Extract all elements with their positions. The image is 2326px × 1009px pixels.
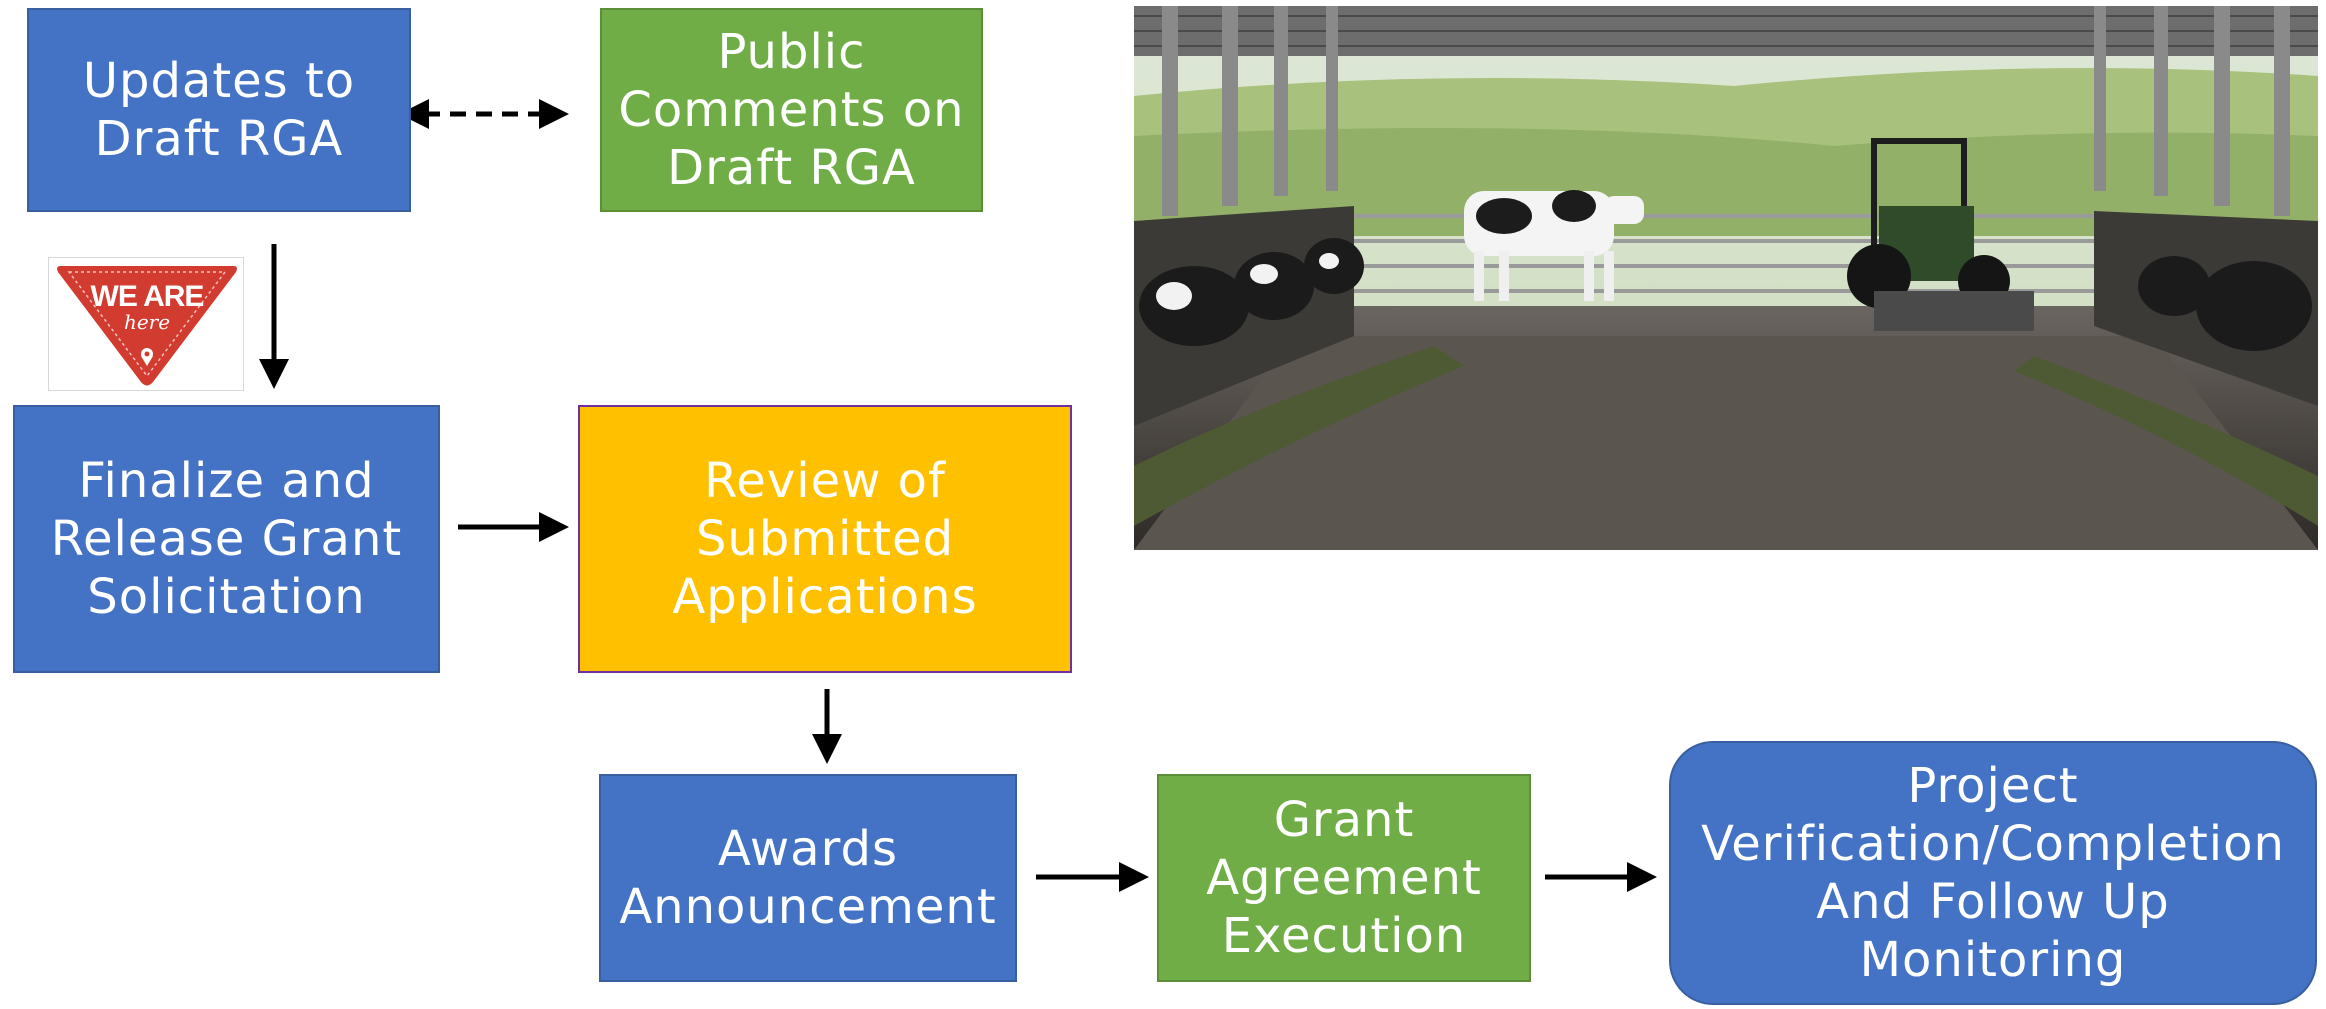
grant-agreement-box: Grant Agreement Execution [1157, 774, 1531, 982]
verification-monitoring-label: Project Verification/Completion And Foll… [1701, 758, 2285, 988]
review-applications-box: Review of Submitted Applications [578, 405, 1072, 673]
dairy-barn-photo [1134, 6, 2318, 550]
verification-monitoring-box: Project Verification/Completion And Foll… [1669, 741, 2317, 1005]
awards-announcement-label: Awards Announcement [619, 821, 997, 935]
review-applications-label: Review of Submitted Applications [672, 453, 978, 625]
updates-to-draft-rga-label: Updates to Draft RGA [82, 53, 356, 167]
grant-agreement-label: Grant Agreement Execution [1206, 792, 1482, 964]
finalize-release-label: Finalize and Release Grant Solicitation [50, 453, 403, 625]
badge-we-are-text: WE ARE [90, 280, 205, 313]
public-comments-label: Public Comments on Draft RGA [618, 24, 965, 196]
location-pin-icon [57, 266, 237, 386]
awards-announcement-box: Awards Announcement [599, 774, 1017, 982]
we-are-here-badge: WE ARE here [48, 257, 244, 391]
finalize-release-box: Finalize and Release Grant Solicitation [13, 405, 440, 673]
public-comments-box: Public Comments on Draft RGA [600, 8, 983, 212]
updates-to-draft-rga-box: Updates to Draft RGA [27, 8, 411, 212]
badge-here-text: here [123, 310, 171, 334]
